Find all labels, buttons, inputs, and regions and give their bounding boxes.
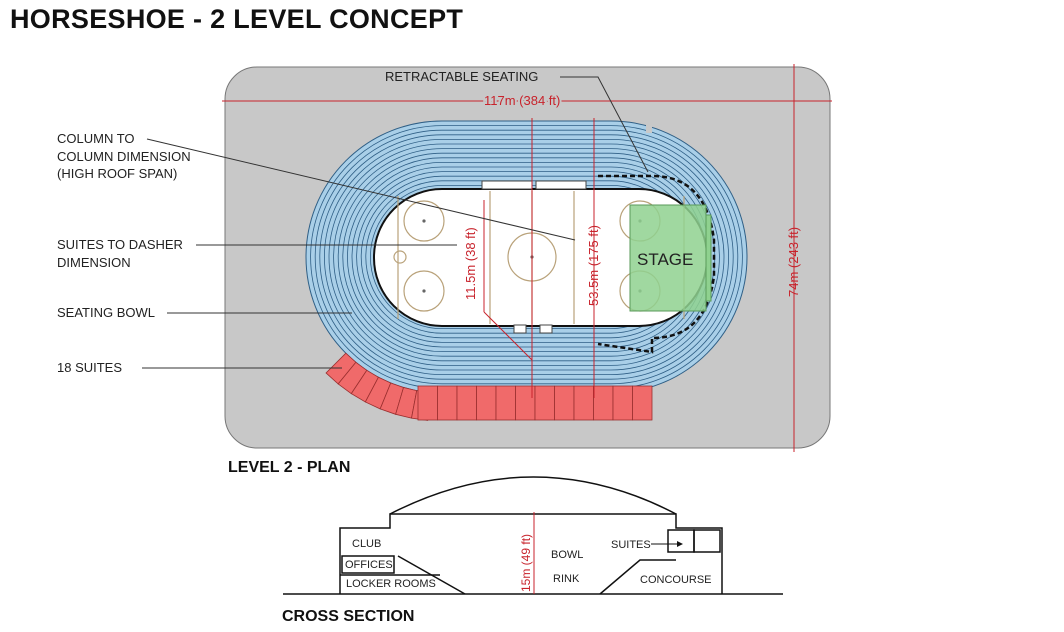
section-club: CLUB [352,538,381,550]
leader-lines [142,76,649,369]
label-column-1: COLUMN TO [57,131,135,146]
label-18-suites: 18 SUITES [57,360,122,375]
page-title: HORSESHOE - 2 LEVEL CONCEPT [10,4,464,34]
suites-row [325,352,653,421]
bench-top-right [535,180,587,190]
plan-caption: LEVEL 2 - PLAN [228,459,350,476]
label-suites-dasher-2: DIMENSION [57,255,131,270]
stage-label: STAGE [637,250,693,269]
section-bowl: BOWL [551,549,583,561]
dim-suites-dasher: 11.5m (38 ft) [463,227,478,300]
section-rink: RINK [553,573,580,585]
label-seating-bowl: SEATING BOWL [57,305,155,320]
label-suites-dasher-1: SUITES TO DASHER [57,237,183,252]
section-caption: CROSS SECTION [282,608,414,625]
cross-section [283,476,783,595]
retractable-seating-outline [597,174,716,354]
section-locker-rooms: LOCKER ROOMS [346,578,436,590]
dim-height: 74m (243 ft) [786,227,801,297]
label-column-2: COLUMN DIMENSION [57,149,191,164]
section-suites: SUITES [611,539,651,551]
penalty-box-left [513,324,527,334]
dim-width: 117m (384 ft) [484,93,560,108]
suites-arrowhead [677,541,683,547]
dim-column-span: 53.5m (175 ft) [586,225,601,306]
section-height-label: 15m (49 ft) [519,534,533,592]
section-concourse: CONCOURSE [640,574,712,586]
label-column-3: (HIGH ROOF SPAN) [57,166,177,181]
bench-top-left [481,180,533,190]
label-retractable-seating: RETRACTABLE SEATING [385,69,538,84]
section-offices: OFFICES [345,559,393,571]
penalty-box-right [539,324,553,334]
stage-steps [705,214,712,302]
